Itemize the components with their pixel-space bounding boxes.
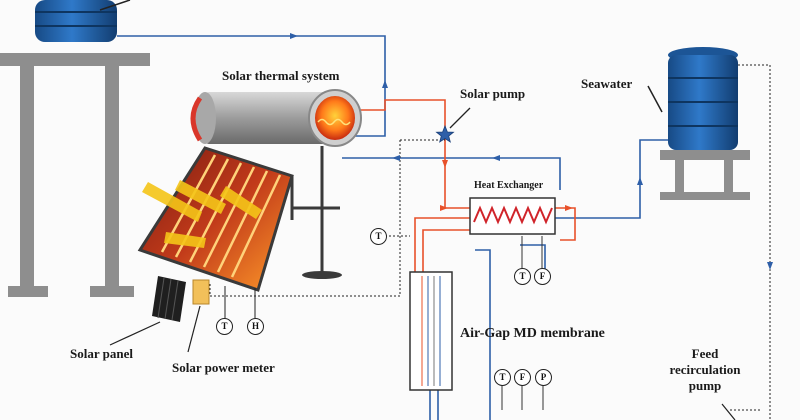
solar-thermal-system	[137, 89, 362, 318]
solar-power-meter	[187, 279, 210, 353]
solar-pump-icon[interactable]	[435, 124, 455, 143]
feed-pump-label-line1: Feed	[691, 346, 719, 361]
left-water-tank	[35, 0, 131, 42]
seawater-label: Seawater	[581, 76, 633, 91]
heat-exchanger	[469, 197, 556, 268]
md-membrane-label: Air-Gap MD membrane	[460, 326, 605, 341]
feed-pump-label-line3: pump	[688, 378, 722, 393]
solar-panel-label: Solar panel	[70, 346, 133, 361]
seawater-tank	[647, 47, 738, 150]
temperature-sensor-md: T	[494, 369, 511, 386]
hot-flow-arrows	[440, 160, 573, 211]
heat-exchanger-label: Heat Exchanger	[474, 180, 544, 191]
flow-arrows	[290, 33, 773, 270]
solar-power-meter-label: Solar power meter	[172, 360, 275, 375]
solar-thermal-system-label: Solar thermal system	[222, 68, 340, 83]
flow-sensor-md: F	[514, 369, 531, 386]
temperature-sensor-left: T	[370, 228, 387, 245]
flow-sensor-hx: F	[534, 268, 551, 285]
hot-water-lines	[355, 99, 576, 275]
seawater-stand	[660, 150, 750, 200]
temperature-sensor-collector: T	[216, 318, 233, 335]
dashed-lines	[209, 64, 771, 420]
md-membrane-module	[409, 271, 453, 391]
solar-panel	[109, 276, 186, 346]
solar-pump-label: Solar pump	[460, 86, 526, 101]
feed-recirculation-pump-label: Feed recirculation pump	[660, 346, 750, 394]
temperature-sensor-hx: T	[514, 268, 531, 285]
humidity-sensor-collector: H	[247, 318, 264, 335]
feed-pump-label-line2: recirculation	[669, 362, 741, 377]
left-tank-stand	[0, 53, 150, 297]
pressure-sensor-md: P	[535, 369, 552, 386]
